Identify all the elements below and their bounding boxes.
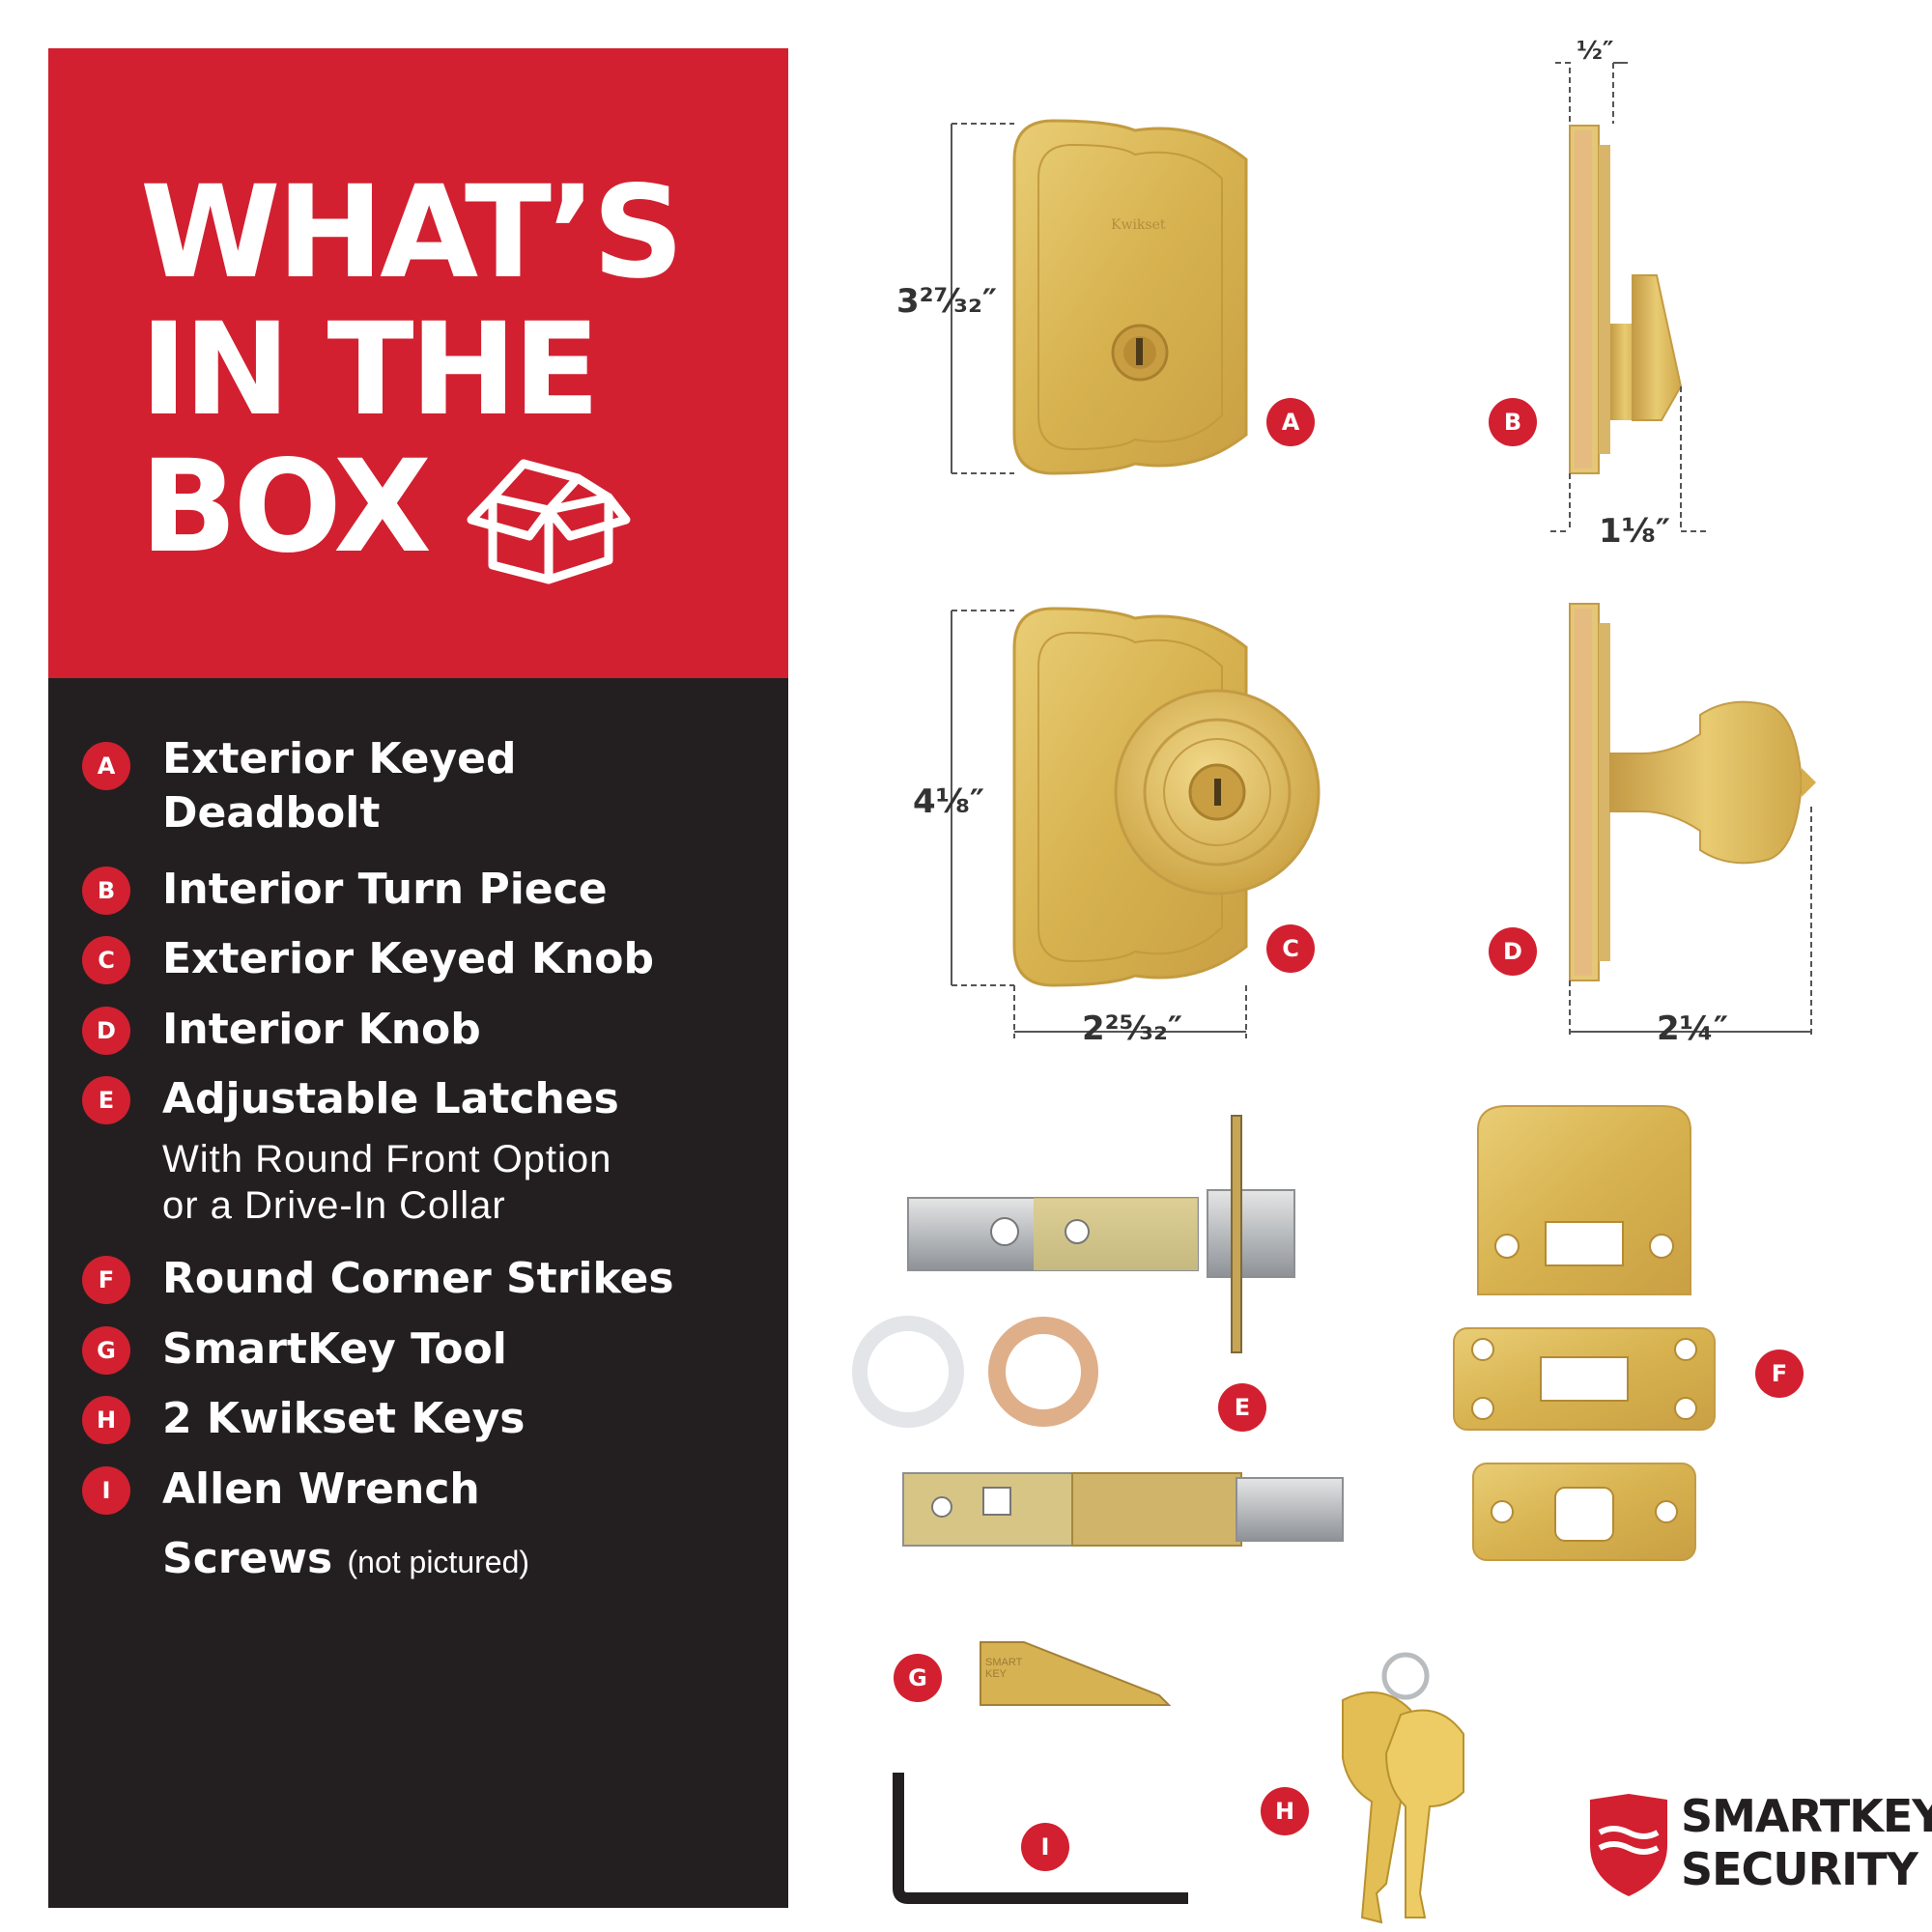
item-b-label: Interior Turn Piece xyxy=(162,865,608,914)
headline: WHAT’S IN THE BOX xyxy=(140,158,684,582)
headline-line-3: BOX xyxy=(140,433,432,582)
item-e-sub-line2: or a Drive-In Collar xyxy=(162,1184,506,1227)
smartkey-tool-image xyxy=(980,1641,1172,1706)
dimension-lines-c xyxy=(951,611,1246,1033)
marker-i: I xyxy=(1021,1823,1069,1871)
interior-knob-image xyxy=(1569,603,1816,981)
badge-f: F xyxy=(82,1256,130,1304)
dimension-b-top: ½″ xyxy=(1577,37,1614,66)
exterior-keyed-knob-image xyxy=(1012,607,1321,987)
exterior-deadbolt-image xyxy=(1012,119,1248,475)
item-i-label: Allen Wrench xyxy=(162,1464,480,1514)
dimension-guides-d xyxy=(1569,807,1812,1038)
headline-line-1: WHAT’S xyxy=(140,158,684,307)
item-e-sub-line1: With Round Front Option xyxy=(162,1138,612,1180)
smartkey-security-logo xyxy=(1590,1794,1667,1896)
deadbolt-engraving: Kwikset xyxy=(1111,217,1166,233)
item-f-label: Round Corner Strikes xyxy=(162,1254,674,1303)
dimension-a-height: 3²⁷⁄₃₂″ xyxy=(896,282,998,321)
marker-e: E xyxy=(1218,1383,1266,1432)
dimension-b-bottom: 1⅛″ xyxy=(1599,512,1671,551)
badge-g: G xyxy=(82,1326,130,1375)
badge-a: A xyxy=(82,742,130,790)
dimension-d-width: 2¼″ xyxy=(1657,1009,1729,1048)
marker-g: G xyxy=(894,1654,942,1702)
open-box-icon xyxy=(467,459,631,584)
item-d-label: Interior Knob xyxy=(162,1005,481,1054)
marker-a: A xyxy=(1266,398,1315,446)
badge-i: I xyxy=(82,1466,130,1515)
headline-line-2: IN THE xyxy=(140,296,600,444)
badge-h: H xyxy=(82,1396,130,1444)
kwikset-keys-image xyxy=(1342,1652,1464,1924)
adjustable-latches-image xyxy=(852,1115,1344,1547)
tool-engraving: SMART KEY xyxy=(985,1657,1023,1680)
item-a-label-line2: Deadbolt xyxy=(162,788,381,838)
dimension-guides-b-top xyxy=(1555,62,1628,124)
brand-line-1: SMARTKEY xyxy=(1681,1790,1932,1842)
marker-c: C xyxy=(1266,924,1315,973)
screws-label: Screws xyxy=(162,1534,333,1583)
marker-f: F xyxy=(1755,1350,1804,1398)
headline-panel xyxy=(48,48,788,678)
marker-d: D xyxy=(1489,927,1537,976)
item-screws-label: Screws (not pictured) xyxy=(162,1532,529,1589)
marker-h: H xyxy=(1261,1787,1309,1835)
badge-b: B xyxy=(82,867,130,915)
item-h-label: 2 Kwikset Keys xyxy=(162,1394,526,1443)
item-e-label: Adjustable Latches xyxy=(162,1074,619,1123)
marker-b: B xyxy=(1489,398,1537,446)
interior-turn-piece-image xyxy=(1569,125,1683,474)
brand-line-2: SECURITY xyxy=(1681,1843,1918,1895)
dimension-guides-c xyxy=(952,610,1247,1038)
dimension-c-width: 2²⁵⁄₃₂″ xyxy=(1082,1009,1183,1048)
allen-wrench-image xyxy=(893,1773,1188,1904)
badge-c: C xyxy=(82,936,130,984)
screws-note: (not pictured) xyxy=(347,1545,530,1579)
items-panel xyxy=(48,678,788,1908)
badge-e: E xyxy=(82,1076,130,1124)
dimension-guides-a xyxy=(952,123,1014,474)
dimension-c-height: 4⅛″ xyxy=(913,782,985,821)
item-c-label: Exterior Keyed Knob xyxy=(162,934,654,983)
dimension-guides-b-bottom xyxy=(1550,386,1710,532)
badge-d: D xyxy=(82,1007,130,1055)
item-a-label-line1: Exterior Keyed xyxy=(162,734,517,783)
item-g-label: SmartKey Tool xyxy=(162,1324,507,1374)
round-corner-strikes-image xyxy=(1453,1105,1716,1561)
